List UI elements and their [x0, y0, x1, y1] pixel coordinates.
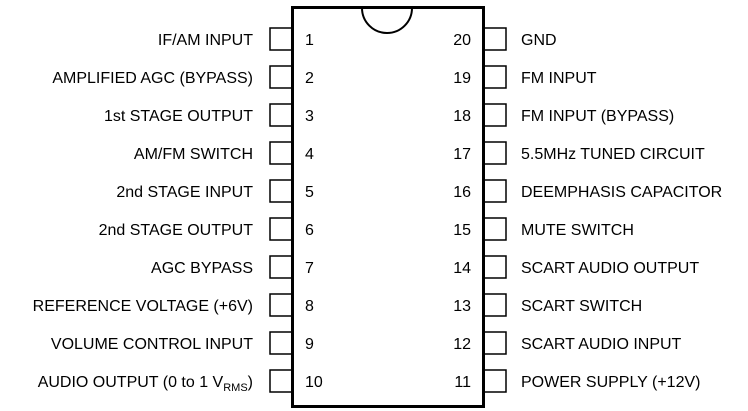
- pin-number-11: 11: [454, 374, 471, 391]
- left-pin-stub-9: [269, 331, 292, 355]
- left-pin-stub-1: [269, 27, 292, 51]
- pin-label-6: 2nd STAGE OUTPUT: [99, 222, 254, 239]
- pin-label-13: SCART SWITCH: [521, 298, 642, 315]
- ic-package: [291, 6, 485, 408]
- pin-number-8: 8: [305, 298, 314, 315]
- pin-label-4: AM/FM SWITCH: [134, 146, 253, 163]
- pin-number-1: 1: [305, 32, 314, 49]
- right-pin-stub-19: [484, 65, 507, 89]
- pin-label-8: REFERENCE VOLTAGE (+6V): [33, 298, 253, 315]
- pin-label-7: AGC BYPASS: [151, 260, 253, 277]
- pin-label-14: SCART AUDIO OUTPUT: [521, 260, 699, 277]
- pin-label-19: FM INPUT: [521, 70, 597, 87]
- pin-number-19: 19: [453, 70, 471, 87]
- pin-number-6: 6: [305, 222, 314, 239]
- left-pin-stub-8: [269, 293, 292, 317]
- pin-labels: 1 IF/AM INPUT 2 AMPLIFIED AGC (BYPASS) 3 1st …: [33, 32, 723, 394]
- right-pin-stub-14: [484, 255, 507, 279]
- pin-number-5: 5: [305, 184, 314, 201]
- pin-number-7: 7: [305, 260, 314, 277]
- pin-label-20: GND: [521, 32, 557, 49]
- left-pin-stub-3: [269, 103, 292, 127]
- left-pin-stub-7: [269, 255, 292, 279]
- pin-number-10: 10: [305, 374, 323, 391]
- pin-number-18: 18: [453, 108, 471, 125]
- pin-label-subscript: RMS: [223, 382, 247, 394]
- pin-label-3: 1st STAGE OUTPUT: [104, 108, 253, 125]
- right-pin-stub-17: [484, 141, 507, 165]
- pin-number-14: 14: [453, 260, 471, 277]
- pin1-notch: [361, 7, 413, 34]
- pin-number-2: 2: [305, 70, 314, 87]
- ic-body: [291, 6, 485, 408]
- pin-number-20: 20: [453, 32, 471, 49]
- pin-number-3: 3: [305, 108, 314, 125]
- pin-label-16: DEEMPHASIS CAPACITOR: [521, 184, 722, 201]
- right-pin-stub-18: [484, 103, 507, 127]
- pin-number-15: 15: [453, 222, 471, 239]
- right-pin-stub-16: [484, 179, 507, 203]
- pin-label-11: POWER SUPPLY (+12V): [521, 374, 700, 391]
- pin-label-suffix: ): [248, 374, 253, 391]
- pin-label-1: IF/AM INPUT: [158, 32, 253, 49]
- left-pin-stub-10: [269, 369, 292, 393]
- right-pin-stub-11: [484, 369, 507, 393]
- left-pin-stub-2: [269, 65, 292, 89]
- left-pin-stub-6: [269, 217, 292, 241]
- pin-number-13: 13: [453, 298, 471, 315]
- pin-number-4: 4: [305, 146, 314, 163]
- pin-label-15: MUTE SWITCH: [521, 222, 634, 239]
- pin-label-17: 5.5MHz TUNED CIRCUIT: [521, 146, 705, 163]
- right-pin-stub-20: [484, 27, 507, 51]
- pin-number-9: 9: [305, 336, 314, 353]
- right-pin-stub-12: [484, 331, 507, 355]
- pin-number-12: 12: [453, 336, 471, 353]
- pin-label-10: AUDIO OUTPUT (0 to 1 VRMS): [38, 374, 253, 394]
- pin-label-5: 2nd STAGE INPUT: [116, 184, 253, 201]
- pin-stubs: [269, 27, 507, 393]
- pin-label-18: FM INPUT (BYPASS): [521, 108, 674, 125]
- right-pin-stub-15: [484, 217, 507, 241]
- right-pin-stub-13: [484, 293, 507, 317]
- pin-label-12: SCART AUDIO INPUT: [521, 336, 682, 353]
- pin-number-16: 16: [453, 184, 471, 201]
- pin-label-2: AMPLIFIED AGC (BYPASS): [52, 70, 253, 87]
- pin-label-main: AUDIO OUTPUT (0 to 1 V: [38, 374, 224, 391]
- pin-number-17: 17: [453, 146, 471, 163]
- left-pin-stub-5: [269, 179, 292, 203]
- left-pin-stub-4: [269, 141, 292, 165]
- pin-label-9: VOLUME CONTROL INPUT: [51, 336, 253, 353]
